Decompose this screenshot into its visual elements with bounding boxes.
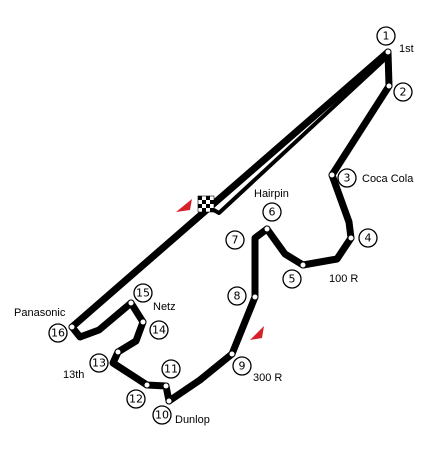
corner-number: 13: [92, 357, 106, 370]
corner-badge-13: 13: [89, 353, 109, 373]
corner-node-9: [228, 350, 236, 358]
corner-name-dunlop: Dunlop: [175, 414, 210, 426]
corner-number: 15: [136, 287, 150, 300]
corner-badge-11: 11: [161, 359, 181, 379]
corner-number: 5: [289, 273, 296, 286]
corner-number: 14: [152, 324, 166, 337]
corner-badge-1: 1: [376, 26, 396, 46]
corner-name-hairpin: Hairpin: [254, 188, 289, 200]
corner-badge-12: 12: [126, 389, 146, 409]
corner-badge-10: 10: [152, 405, 172, 425]
track-outline: [68, 48, 393, 405]
corner-name-300r: 300 R: [253, 372, 282, 384]
checkered-flag-icon: [197, 195, 215, 213]
corner-number: 6: [269, 206, 276, 219]
corner-badge-3: 3: [337, 168, 357, 188]
corner-node-12: [143, 381, 151, 389]
corner-node-4: [347, 234, 355, 242]
corner-node-5: [299, 261, 307, 269]
corner-node-8: [251, 293, 259, 301]
corner-number: 1: [383, 30, 390, 43]
corner-number: 16: [51, 327, 65, 340]
corner-name-coca-cola: Coca Cola: [362, 173, 414, 185]
corner-badge-7: 7: [225, 230, 245, 250]
corner-name-netz: Netz: [153, 301, 176, 313]
corner-name-13th: 13th: [63, 369, 84, 381]
corner-node-10: [165, 397, 173, 405]
corner-number: 3: [344, 172, 351, 185]
corner-badge-14: 14: [149, 320, 169, 340]
corner-badge-2: 2: [393, 82, 413, 102]
corner-number: 7: [232, 234, 239, 247]
corner-name-1st: 1st: [399, 43, 414, 55]
corner-badge-8: 8: [227, 286, 247, 306]
corner-number: 10: [155, 409, 169, 422]
direction-arrow-icon: [176, 199, 192, 212]
corner-badge-6: 6: [262, 202, 282, 222]
corner-node-11: [162, 382, 170, 390]
corner-node-16: [68, 323, 76, 331]
corner-number: 11: [164, 363, 178, 376]
corner-name-panasonic: Panasonic: [14, 307, 66, 319]
corner-number: 8: [234, 290, 241, 303]
corner-badge-5: 5: [282, 269, 302, 289]
corner-badge-9: 9: [232, 356, 252, 376]
corner-node-6: [263, 225, 271, 233]
corner-node-2: [385, 82, 393, 90]
direction-arrow-icon: [250, 326, 264, 340]
corner-badge-15: 15: [133, 283, 153, 303]
corner-badge-16: 16: [48, 323, 68, 343]
corner-node-1: [384, 48, 392, 56]
corner-node-15: [127, 299, 135, 307]
corner-node-3: [328, 171, 336, 179]
corner-node-13: [114, 348, 122, 356]
corner-number: 4: [365, 232, 372, 245]
corner-node-14: [139, 318, 147, 326]
corner-name-100r: 100 R: [329, 273, 358, 285]
corner-number: 9: [239, 360, 246, 373]
corner-number: 12: [129, 393, 143, 406]
corner-number: 2: [400, 86, 407, 99]
corner-badge-4: 4: [358, 228, 378, 248]
